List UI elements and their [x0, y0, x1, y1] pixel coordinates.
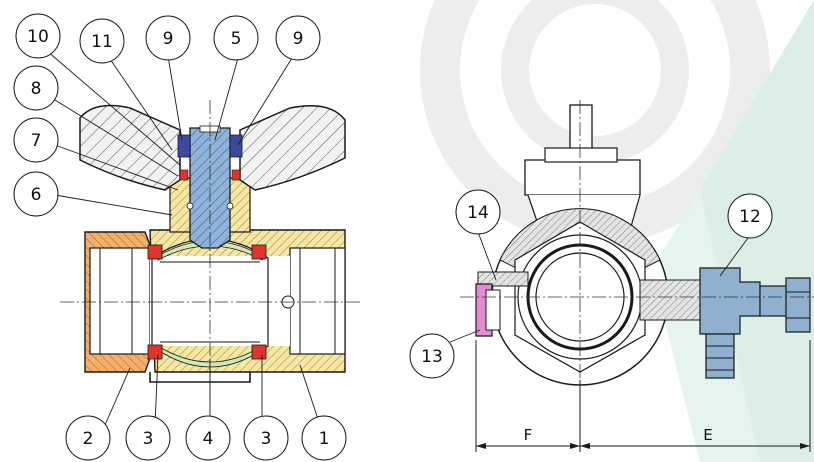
callout-12: 12: [739, 207, 761, 227]
callout-13: 13: [421, 347, 443, 367]
callout-8: 8: [31, 79, 42, 99]
butterfly-handle-right: [239, 105, 346, 191]
center-bore: [150, 256, 290, 346]
callouts-left: 10 11 9 5 9 8 7 6 2 3 4 3 1: [13, 13, 347, 461]
callout-3-right: 3: [261, 429, 272, 449]
callout-9-left: 9: [163, 29, 174, 49]
oring-left: [179, 169, 189, 181]
dimension-f: F: [524, 426, 533, 444]
oring-right: [231, 169, 241, 181]
callout-leaders-left: [39, 44, 321, 426]
left-bore: [89, 247, 151, 355]
seat-right-top: [251, 244, 267, 260]
callout-9-right: 9: [293, 29, 304, 49]
callout-leaders-right: [449, 231, 749, 343]
drain-hose-nozzle: [705, 333, 735, 379]
callout-2: 2: [83, 429, 94, 449]
seat-left-bottom: [147, 344, 163, 360]
drain-cap: [759, 285, 789, 317]
seat-right-bottom: [251, 344, 267, 360]
callout-4: 4: [203, 429, 214, 449]
stem-nut-right: [229, 134, 243, 158]
callout-11: 11: [91, 32, 113, 52]
callout-3-left: 3: [143, 429, 154, 449]
callout-6: 6: [31, 185, 42, 205]
callout-1: 1: [319, 429, 330, 449]
valve-section-view: [60, 100, 360, 400]
right-bore: [289, 247, 346, 355]
callouts-right: 14 12 13: [409, 189, 773, 379]
callout-5: 5: [231, 29, 242, 49]
stem-nut-left: [177, 134, 191, 158]
callout-7: 7: [31, 131, 42, 151]
seat-left-top: [147, 244, 163, 260]
butterfly-handle: [79, 104, 181, 191]
callout-14: 14: [467, 203, 489, 223]
dimension-e: E: [703, 426, 712, 444]
valve-side-view: [460, 100, 814, 452]
callout-10: 10: [27, 27, 49, 47]
